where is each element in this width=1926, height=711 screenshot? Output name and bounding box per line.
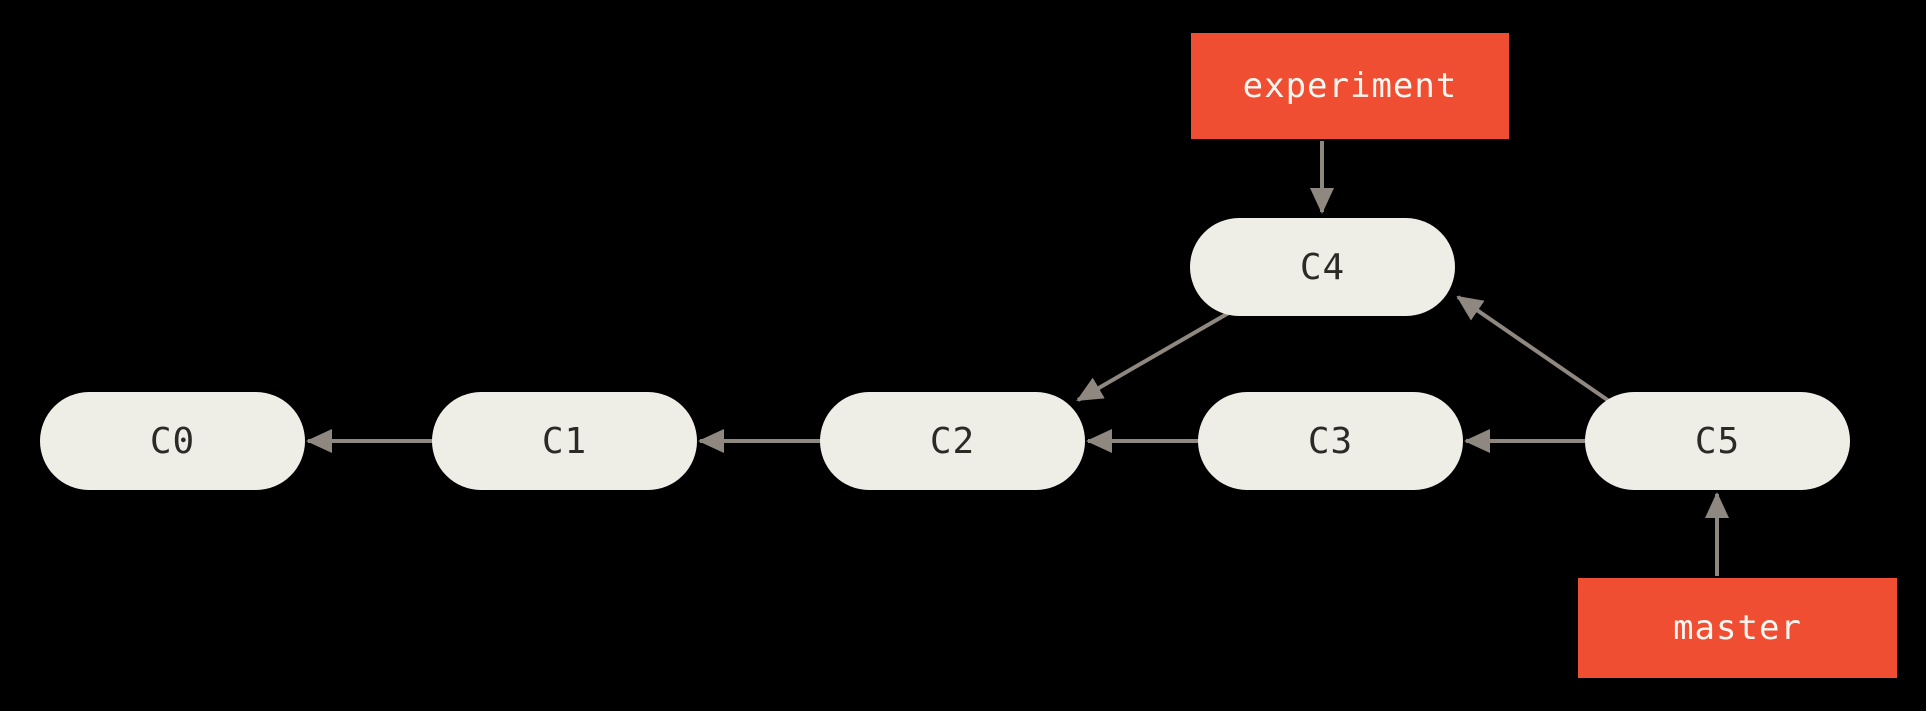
commit-node-c5: C5 (1585, 392, 1850, 490)
commit-label: C4 (1299, 246, 1346, 288)
branch-label-experiment: experiment (1191, 33, 1509, 139)
commit-label: C3 (1307, 420, 1354, 462)
commit-node-c4: C4 (1190, 218, 1455, 316)
commit-node-c2: C2 (820, 392, 1085, 490)
branch-name: master (1673, 608, 1802, 648)
branch-label-master: master (1578, 578, 1897, 678)
edge-c5-to-c4 (1456, 295, 1627, 414)
commit-node-c1: C1 (432, 392, 697, 490)
commit-label: C1 (541, 420, 588, 462)
branch-name: experiment (1242, 66, 1458, 106)
commit-node-c0: C0 (40, 392, 305, 490)
commit-label: C2 (929, 420, 976, 462)
commit-label: C5 (1694, 420, 1741, 462)
commit-node-c3: C3 (1198, 392, 1463, 490)
commit-label: C0 (149, 420, 196, 462)
